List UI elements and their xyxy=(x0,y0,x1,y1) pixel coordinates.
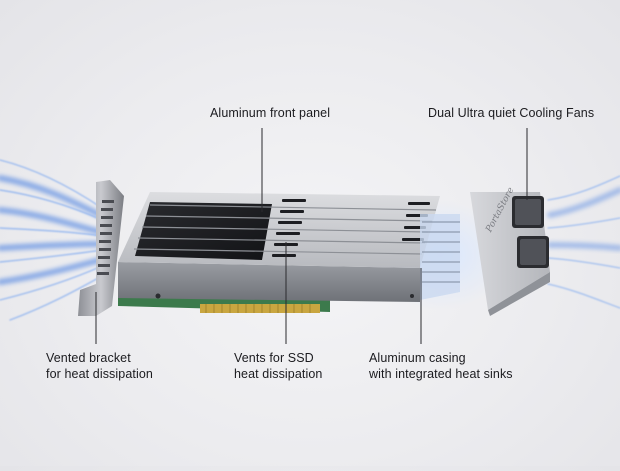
cooling-fan-housing: PortaStore xyxy=(470,186,550,316)
gold-contacts xyxy=(200,304,320,313)
callout-casing-line1: Aluminum casing xyxy=(369,351,466,365)
callout-vents-line1: Vents for SSD xyxy=(234,351,314,365)
heatsink-fins xyxy=(420,214,460,300)
callout-vented-bracket: Vented bracket for heat dissipation xyxy=(46,350,153,382)
callout-bracket-line2: for heat dissipation xyxy=(46,367,153,381)
callout-vents-line2: heat dissipation xyxy=(234,367,323,381)
callout-front-panel: Aluminum front panel xyxy=(210,105,330,121)
callout-cooling-fans-text: Dual Ultra quiet Cooling Fans xyxy=(428,106,595,120)
vented-bracket xyxy=(78,180,124,316)
callout-aluminum-casing: Aluminum casing with integrated heat sin… xyxy=(369,350,513,382)
callout-ssd-vents: Vents for SSD heat dissipation xyxy=(234,350,322,382)
callout-cooling-fans: Dual Ultra quiet Cooling Fans xyxy=(428,105,594,121)
aluminum-casing xyxy=(118,192,440,302)
callout-bracket-line1: Vented bracket xyxy=(46,351,131,365)
airflow-left xyxy=(0,159,103,321)
leader-lines xyxy=(95,128,528,344)
callout-front-panel-text: Aluminum front panel xyxy=(210,106,331,120)
callout-casing-line2: with integrated heat sinks xyxy=(369,367,513,381)
airflow-right xyxy=(547,175,620,309)
